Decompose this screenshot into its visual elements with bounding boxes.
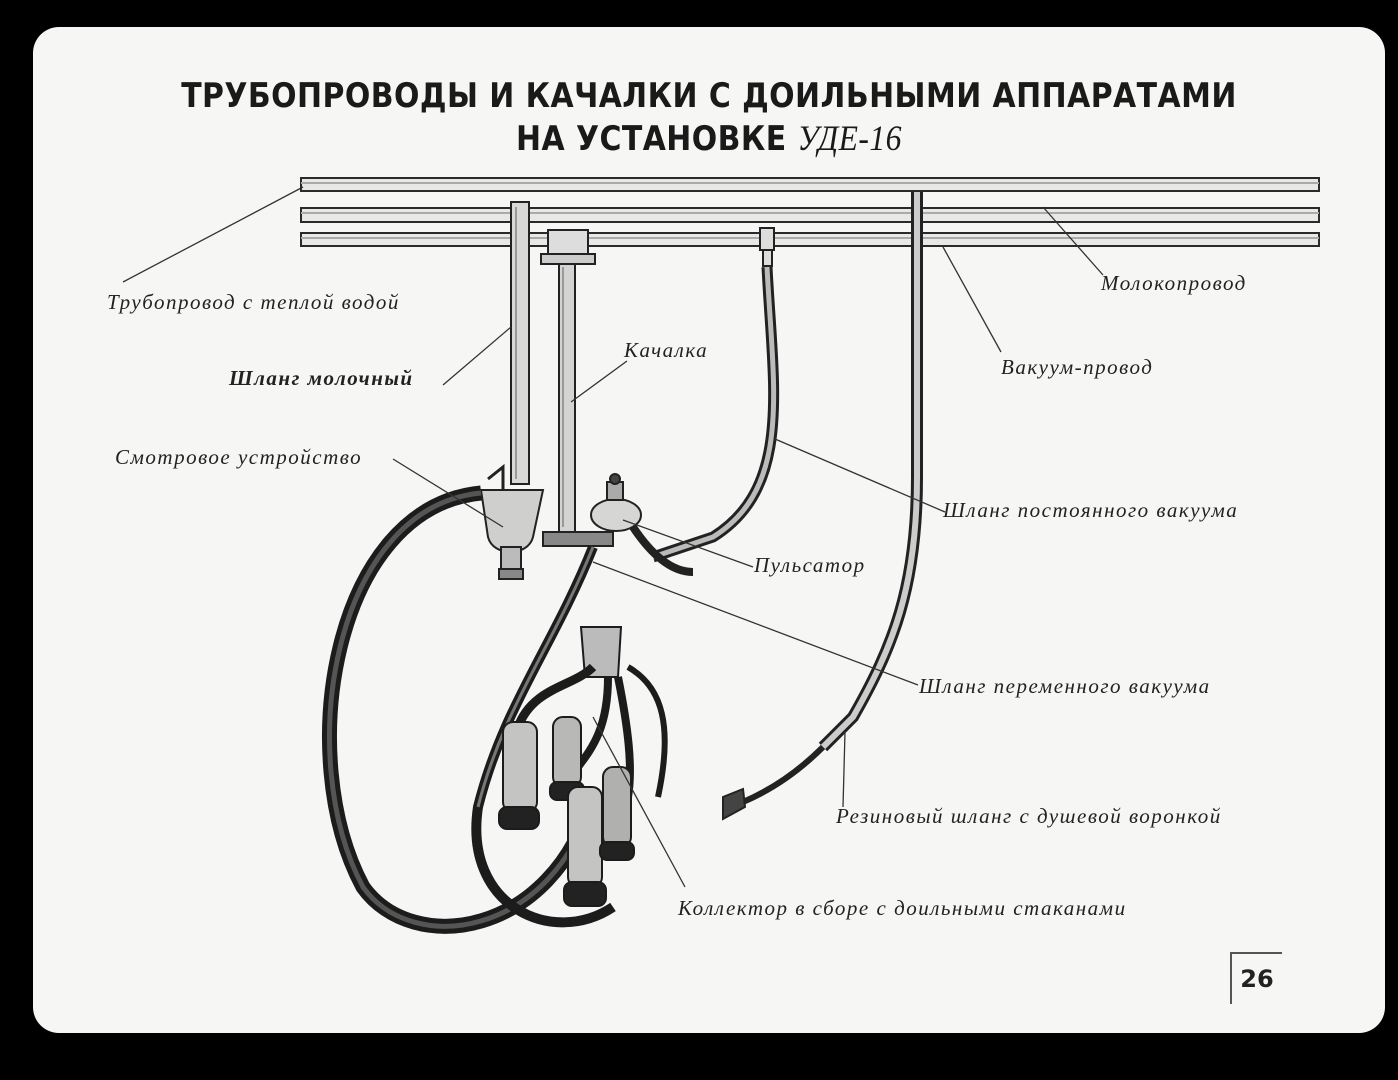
label-milk-hose: Шланг молочный xyxy=(229,366,414,390)
vacuum-pipe xyxy=(300,232,1320,247)
title-model: УДЕ-16 xyxy=(797,118,902,158)
page-title: ТРУБОПРОВОДЫ И КАЧАЛКИ С ДОИЛЬНЫМИ АППАР… xyxy=(114,75,1304,160)
label-constant-vacuum-hose: Шланг постоянного вакуума xyxy=(943,498,1239,522)
label-warm-water-pipe: Трубопровод с теплой водой xyxy=(107,290,400,314)
sight-glass xyxy=(479,463,545,580)
warm-water-pipe xyxy=(300,177,1320,192)
page-number: 26 xyxy=(1230,952,1282,1004)
slide: ТРУБОПРОВОДЫ И КАЧАЛКИ С ДОИЛЬНЫМИ АППАР… xyxy=(33,27,1385,1033)
constant-vacuum-hose xyxy=(651,266,780,563)
shower-funnel-hose xyxy=(741,744,826,805)
label-variable-vacuum-hose: Шланг переменного вакуума xyxy=(919,674,1211,698)
milk-hose-vertical xyxy=(510,201,530,485)
label-vacuum-line: Вакуум-провод xyxy=(1001,355,1154,379)
pulsator xyxy=(542,473,694,576)
milk-pipe xyxy=(300,207,1320,223)
shower-funnel xyxy=(722,787,747,821)
label-rubber-hose-shower: Резиновый шланг с душевой воронкой xyxy=(836,804,1222,828)
overhead-pipes xyxy=(300,177,1320,247)
title-line-2-prefix: НА УСТАНОВКЕ xyxy=(516,119,798,159)
label-rocker: Качалка xyxy=(624,338,709,362)
teat-cup-4 xyxy=(599,766,635,861)
label-milk-pipe: Молокопровод xyxy=(1101,271,1247,295)
collector-assembly xyxy=(498,626,668,907)
label-pulsator: Пульсатор xyxy=(754,553,866,577)
title-line-1: ТРУБОПРОВОДЫ И КАЧАЛКИ С ДОИЛЬНЫМИ АППАР… xyxy=(181,76,1237,116)
vacuum-tap xyxy=(759,227,775,267)
milk-hose-loop xyxy=(322,485,601,934)
milking-equipment-illustration xyxy=(122,177,1320,934)
label-collector-assembly: Коллектор в сборе с доильными стаканами xyxy=(678,896,1127,920)
label-sight-glass: Смотровое устройство xyxy=(115,445,363,469)
leader-lines xyxy=(122,186,1104,888)
teat-cup-1 xyxy=(498,721,540,830)
title-line-2: НА УСТАНОВКЕ УДЕ-16 xyxy=(114,117,1304,160)
rocker-assembly xyxy=(540,229,596,533)
vacuum-line-vertical xyxy=(818,192,923,752)
